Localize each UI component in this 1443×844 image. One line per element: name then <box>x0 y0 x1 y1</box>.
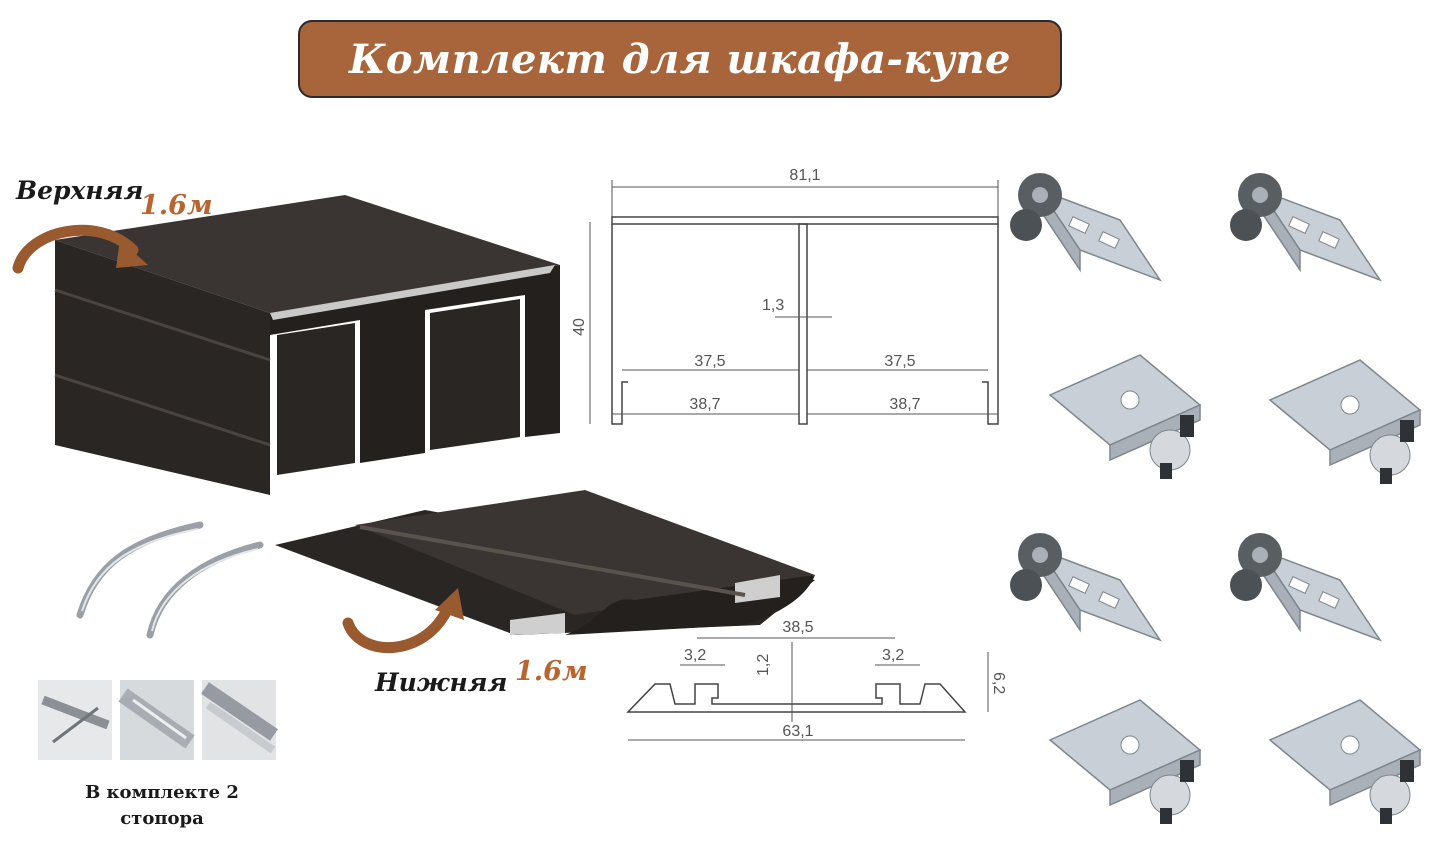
roller-icon <box>1009 532 1161 641</box>
lower-rail-label: Нижняя <box>375 668 508 697</box>
curved-arrow-icon <box>342 588 464 654</box>
upper-rail-image <box>54 195 560 495</box>
dim-height: 40 <box>571 318 588 336</box>
dim-wall: 1,3 <box>762 297 784 314</box>
stoppers-note-line1: В комплекте 2 <box>85 782 239 803</box>
dim-height: 6,2 <box>990 672 1007 694</box>
stoppers-note: В комплекте 2 стопора <box>62 780 262 832</box>
roller-icon <box>1049 699 1201 825</box>
rollers-group <box>1009 172 1421 825</box>
dim-groove-left: 3,2 <box>684 647 706 664</box>
upper-rail-drawing: 81,1 40 37,5 37,5 38,7 38,7 1,3 <box>571 167 999 425</box>
roller-icon <box>1049 354 1201 480</box>
dim-inner-right: 37,5 <box>884 353 915 370</box>
dim-groove-right: 3,2 <box>882 647 904 664</box>
dim-width: 81,1 <box>789 167 820 184</box>
dim-width: 63,1 <box>782 723 813 740</box>
stopper-thumbnails <box>38 680 278 760</box>
lower-rail-image <box>275 490 815 635</box>
lower-rail-length: 1.6м <box>515 656 588 687</box>
dim-inner-left: 37,5 <box>694 353 725 370</box>
roller-icon <box>1229 532 1381 641</box>
stoppers-note-line2: стопора <box>120 808 204 829</box>
stopper-icon <box>76 521 264 639</box>
roller-icon <box>1269 699 1421 825</box>
upper-rail-length: 1.6м <box>140 190 213 221</box>
dim-center: 38,5 <box>782 619 813 636</box>
dim-outer-left: 38,7 <box>689 396 720 413</box>
dim-thickness: 1,2 <box>755 654 772 676</box>
roller-icon <box>1269 359 1421 485</box>
dim-outer-right: 38,7 <box>889 396 920 413</box>
lower-rail-drawing: 38,5 3,2 3,2 1,2 6,2 63,1 <box>626 619 1007 741</box>
page-title: Комплект для шкафа-купе <box>348 35 1011 83</box>
curved-arrow-icon <box>12 224 148 274</box>
roller-icon <box>1229 172 1381 281</box>
roller-icon <box>1009 172 1161 281</box>
title-banner: Комплект для шкафа-купе <box>298 20 1062 98</box>
upper-rail-label: Верхняя <box>16 176 144 205</box>
